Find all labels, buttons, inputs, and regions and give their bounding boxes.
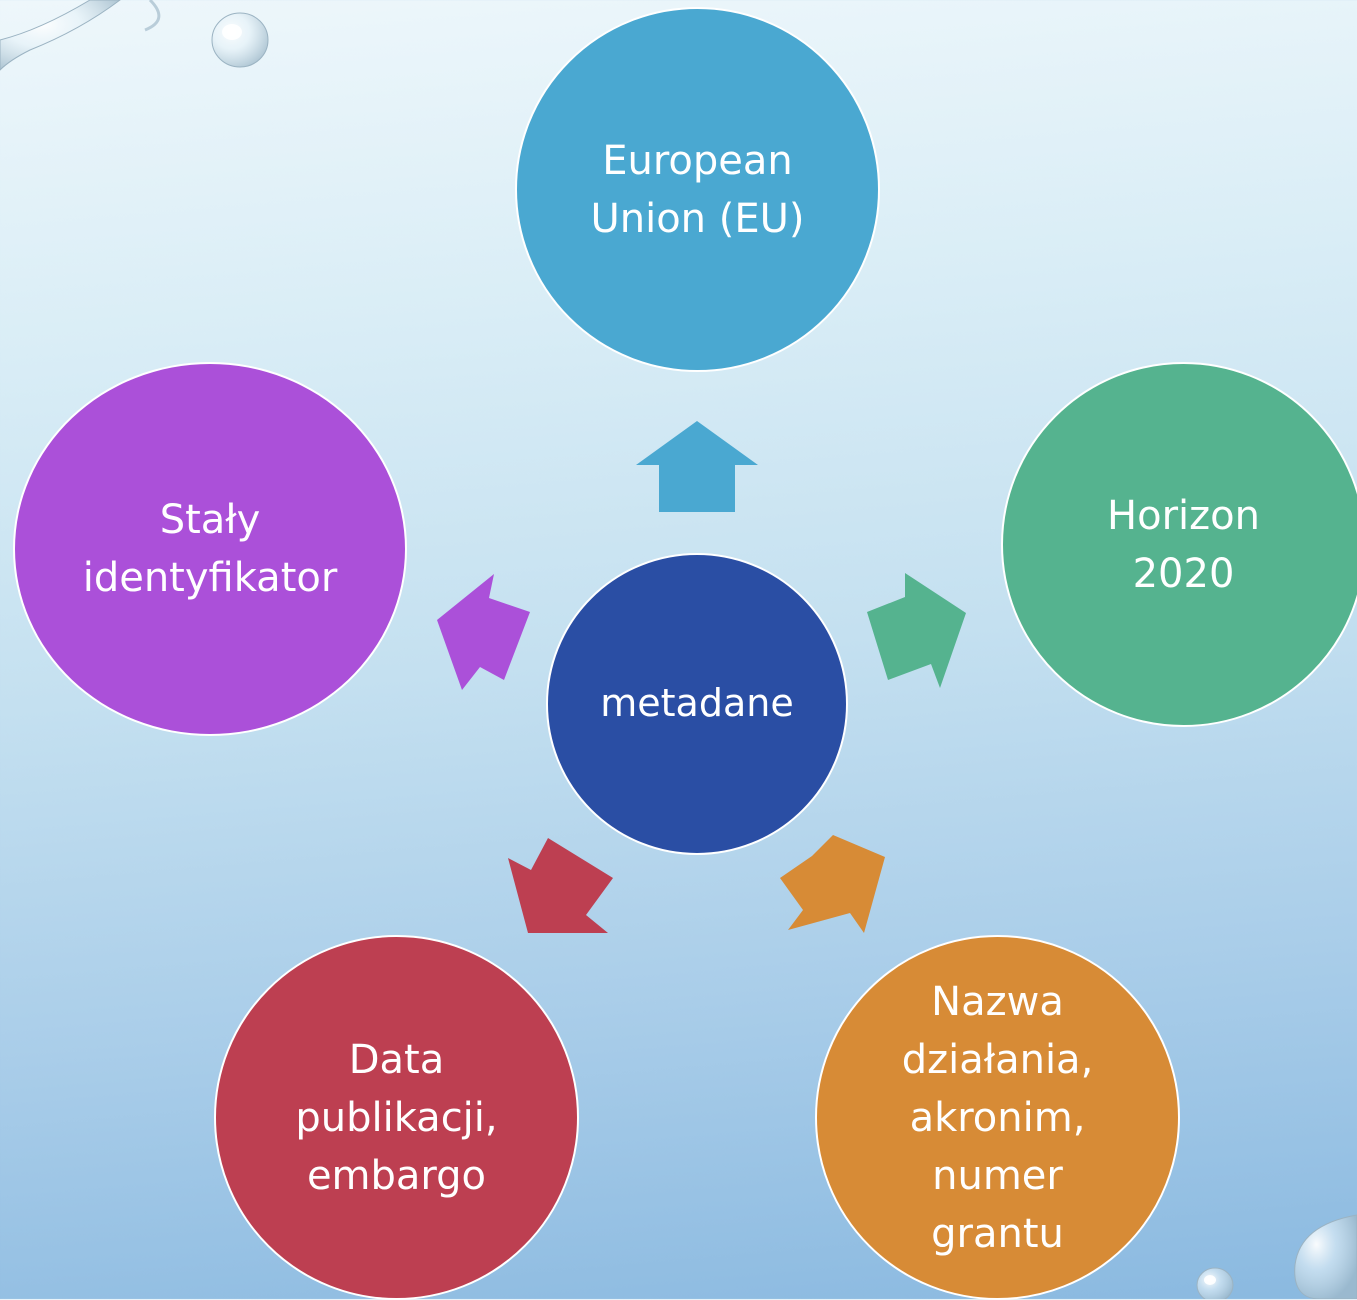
node-label: Data publikacji, embargo bbox=[295, 1036, 498, 1199]
node-label: Nazwa działania, akronim, numer grantu bbox=[901, 978, 1094, 1257]
node-data-publikacji: Data publikacji, embargo bbox=[214, 935, 579, 1300]
node-staly-identyfikator: Stały identyfikator bbox=[13, 362, 407, 736]
node-label: Stały identyfikator bbox=[82, 497, 338, 601]
center-node-metadane: metadane bbox=[546, 553, 848, 855]
node-horizon-2020: Horizon 2020 bbox=[1001, 362, 1357, 727]
node-label: Horizon 2020 bbox=[1107, 492, 1260, 597]
arrow-down-left-icon bbox=[508, 838, 613, 933]
water-drop-decoration-bottom-right bbox=[1196, 1214, 1357, 1299]
arrow-right-icon bbox=[867, 573, 966, 688]
arrow-down-right-icon bbox=[780, 835, 885, 933]
water-drop-decoration-top-left bbox=[0, 0, 269, 71]
node-label: European Union (EU) bbox=[590, 137, 805, 242]
arrow-left-icon bbox=[437, 574, 530, 690]
node-nazwa-dzialania: Nazwa działania, akronim, numer grantu bbox=[815, 935, 1180, 1300]
center-label: metadane bbox=[600, 681, 794, 726]
arrow-up-icon bbox=[636, 421, 758, 512]
node-european-union: European Union (EU) bbox=[515, 7, 880, 372]
